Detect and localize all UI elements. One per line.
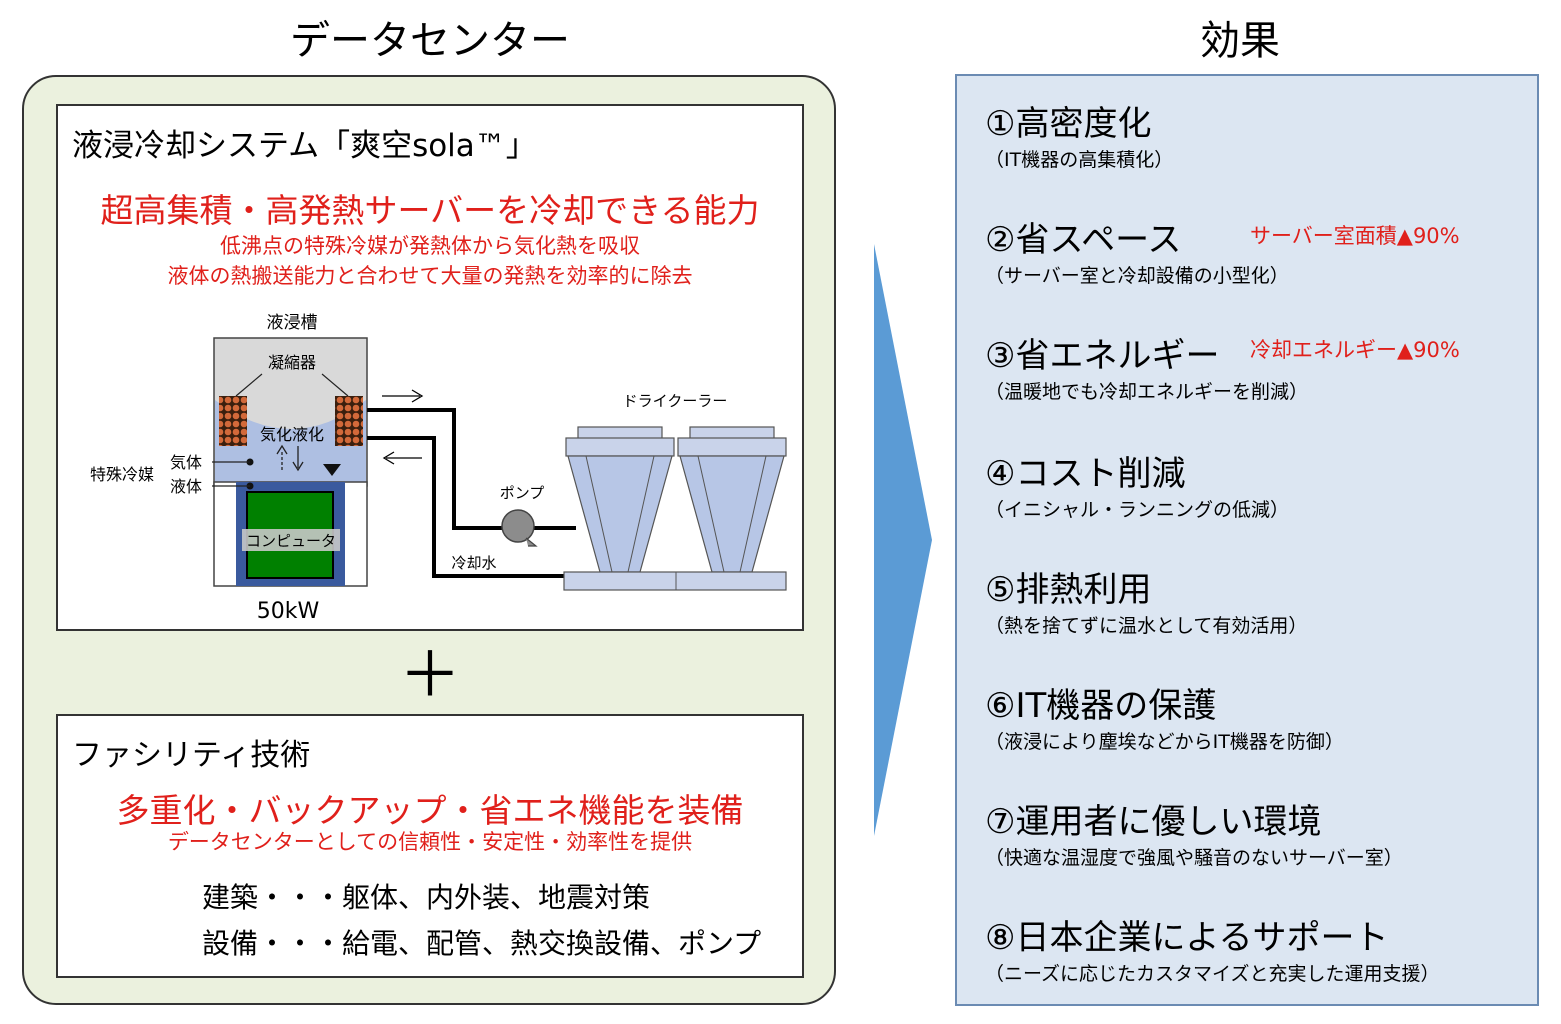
system-desc-2: 液体の熱搬送能力と合わせて大量の発熱を効率的に除去 [167,264,693,288]
pipe-return [367,436,566,578]
effect-title: ⑦運用者に優しい環境 [985,802,1322,842]
cooling-water-label: 冷却水 [451,554,496,572]
condenser-coil-right [335,396,363,446]
effects-panel [955,74,1539,1006]
facility-desc: データセンターとしての信頼性・安定性・効率性を提供 [167,830,693,854]
drain-marker [323,464,341,476]
facility-item-equipment: 設備・・・給電、配管、熱交換設備、ポンプ [202,927,762,960]
effect-subtitle: （サーバー室と冷却設備の小型化） [985,265,1289,287]
dry-cooler-unit-1 [565,426,675,573]
immersion-system-box [56,104,804,631]
effect-title: ①高密度化 [985,104,1152,144]
system-desc-1: 低沸点の特殊冷媒が発熱体から気化熱を吸収 [220,234,640,258]
pipe-hot [367,408,522,530]
effect-item: ⑧日本企業によるサポート （ニーズに応じたカスタマイズと充実した運用支援） [985,910,1439,986]
pump-label: ポンプ [500,484,545,502]
effect-note-space: サーバー室面積▲90% [1250,224,1460,248]
effect-item: ②省スペース （サーバー室と冷却設備の小型化） [985,212,1289,288]
dry-cooler-base [563,571,787,591]
system-title: 液浸冷却システム「爽空sola™」 [72,128,537,164]
condenser-coil-left [219,396,247,446]
effect-subtitle: （ニーズに応じたカスタマイズと充実した運用支援） [985,963,1440,985]
effect-title: ④コスト削減 [985,454,1186,494]
effect-subtitle: （温暖地でも冷却エネルギーを削減） [985,381,1309,403]
plus-sign: ＋ [398,638,461,711]
effect-item: ④コスト削減 （イニシャル・ランニングの低減） [985,446,1289,522]
effect-note-energy: 冷却エネルギー▲90% [1250,338,1460,362]
pump-icon [501,509,535,543]
effect-item: ⑦運用者に優しい環境 （快適な温湿度で強風や騒音のないサーバー室） [985,794,1403,870]
facility-item-architecture: 建築・・・躯体、内外装、地震対策 [202,881,651,914]
effect-title: ③省エネルギー [985,336,1220,376]
vaporize-label: 気化液化 [260,425,324,444]
effect-item: ⑥IT機器の保護 （液浸により塵埃などからIT機器を防御） [985,678,1344,754]
facility-box [56,714,804,978]
effect-item: ①高密度化 （IT機器の高集積化） [985,96,1173,172]
effect-title: ②省スペース [985,220,1182,260]
effect-title: ⑧日本企業によるサポート [985,918,1389,958]
effect-item: ③省エネルギー （温暖地でも冷却エネルギーを削減） [985,328,1308,404]
left-heading: データセンター [290,18,570,64]
dry-cooler-unit-2 [677,426,787,573]
facility-headline: 多重化・バックアップ・省エネ機能を装備 [116,791,744,830]
power-label: 50kW [257,599,320,624]
effect-title: ⑤排熱利用 [985,570,1152,610]
effect-subtitle: （IT機器の高集積化） [985,149,1174,171]
flow-arrow [874,244,932,836]
coolant-label: 特殊冷媒 [90,465,154,484]
right-heading: 効果 [1200,18,1280,64]
liquid-label: 液体 [170,477,202,496]
cooling-diagram: 液浸槽 凝縮器 気化液化 コンピュータ 気体 液体 特殊冷媒 50kW ポンプ … [90,313,787,624]
facility-title: ファシリティ技術 [72,738,311,773]
condenser-label: 凝縮器 [268,353,316,372]
effect-subtitle: （液浸により塵埃などからIT機器を防御） [985,731,1344,753]
computer-label: コンピュータ [246,532,336,550]
effect-subtitle: （快適な温湿度で強風や騒音のないサーバー室） [985,847,1403,869]
dry-cooler-label: ドライクーラー [623,392,728,410]
effect-item: ⑤排熱利用 （熱を捨てずに温水として有効活用） [985,562,1307,638]
effect-title: ⑥IT機器の保護 [985,686,1217,726]
effect-subtitle: （イニシャル・ランニングの低減） [985,499,1290,521]
effect-subtitle: （熱を捨てずに温水として有効活用） [985,615,1308,637]
gas-label: 気体 [170,453,202,472]
system-headline: 超高集積・高発熱サーバーを冷却できる能力 [100,191,760,230]
tank-label: 液浸槽 [267,313,318,333]
